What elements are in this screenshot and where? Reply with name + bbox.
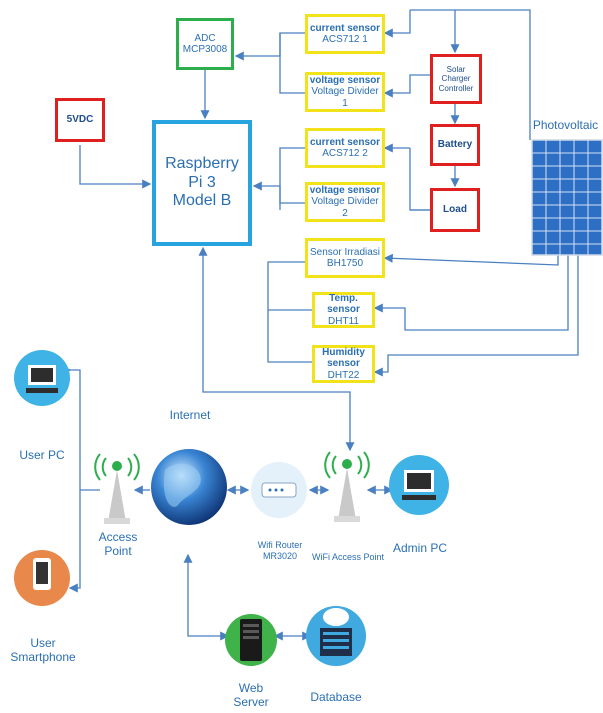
access-point-label-line1: Access (98, 530, 138, 544)
humidity-sensor-model: DHT22 (327, 369, 360, 381)
user-smartphone-label: User Smartphone (4, 636, 82, 665)
humidity-sensor-block: Humidity sensor DHT22 (312, 345, 375, 383)
wifi-router-label-line1: Wifi Router (257, 540, 303, 550)
voltage-sensor-1-block: voltage sensor Voltage Divider 1 (305, 72, 385, 112)
web-server-label-line1: Web (238, 681, 264, 695)
access-point-icon (94, 453, 140, 524)
adc-model: MCP3008 (182, 44, 228, 55)
temp-sensor-block: Temp. sensor DHT11 (312, 292, 375, 328)
voltage-sensor-2-block: voltage sensor Voltage Divider 2 (305, 182, 385, 222)
admin-pc-label: Admin PC (392, 541, 448, 555)
voltage-sensor-1-model: Voltage Divider 1 (311, 86, 379, 109)
charger-label: Solar Charger (441, 65, 471, 84)
raspberry-pi-block: Raspberry Pi 3 Model B (152, 120, 252, 246)
smartphone-icon (14, 550, 70, 606)
current-sensor-1-model: ACS712 1 (322, 34, 368, 45)
load-label: Load (443, 204, 467, 216)
adc-label: ADC (194, 32, 216, 44)
current-sensor-2-model: ACS712 2 (322, 148, 368, 159)
temp-sensor-model: DHT11 (328, 315, 359, 327)
user-smartphone-label-line1: User (30, 636, 56, 650)
wifi-access-point-icon (324, 451, 370, 522)
user-smartphone-label-line2: Smartphone (10, 650, 76, 665)
humidity-sensor-label: Humidity sensor (322, 346, 365, 370)
rpi-model: Model B (172, 192, 232, 210)
psu-5vdc-block: 5VDC (55, 98, 105, 142)
solar-charger-block: Solar Charger Controller (430, 54, 482, 104)
psu-label: 5VDC (66, 114, 94, 126)
database-label: Database (310, 690, 362, 704)
rpi-label: Raspberry Pi 3 (165, 155, 239, 191)
temp-sensor-label: Temp. sensor (327, 292, 360, 316)
web-server-label-line2: Server (233, 695, 269, 710)
wifi-access-point-label: WiFi Access Point (311, 552, 385, 562)
current-sensor-2-label: current sensor (309, 136, 381, 148)
user-pc-icon (14, 350, 70, 406)
web-server-icon (225, 614, 277, 666)
wifi-router-label: Wifi Router MR3020 (248, 540, 312, 562)
wifi-router-label-line2: MR3020 (262, 550, 298, 561)
internet-label: Internet (169, 408, 211, 422)
globe-icon (151, 449, 227, 525)
web-server-label: Web Server (222, 681, 280, 710)
charger-sublabel: Controller (438, 83, 474, 93)
wifi-router-icon (251, 462, 307, 518)
battery-label: Battery (437, 139, 473, 151)
irradiance-sensor-label: Sensor Irradiasi (309, 246, 381, 258)
user-pc-label: User PC (19, 448, 65, 462)
access-point-label: Access Point (90, 530, 146, 559)
adc-block: ADC MCP3008 (176, 18, 234, 70)
battery-block: Battery (430, 124, 480, 166)
photovoltaic-label: Photovoltaic (532, 118, 599, 132)
database-icon (306, 606, 366, 666)
admin-pc-icon (389, 455, 449, 515)
current-sensor-1-label: current sensor (309, 22, 381, 34)
access-point-label-line2: Point (104, 544, 132, 559)
current-sensor-2-block: current sensor ACS712 2 (305, 128, 385, 168)
irradiance-sensor-model: BH1750 (326, 258, 364, 269)
irradiance-sensor-block: Sensor Irradiasi BH1750 (305, 238, 385, 278)
load-block: Load (430, 188, 480, 232)
voltage-sensor-2-model: Voltage Divider 2 (311, 196, 379, 219)
current-sensor-1-block: current sensor ACS712 1 (305, 14, 385, 54)
voltage-sensor-2-label: voltage sensor (309, 184, 381, 196)
voltage-sensor-1-label: voltage sensor (309, 74, 381, 86)
solar-panel-icon (531, 139, 603, 256)
